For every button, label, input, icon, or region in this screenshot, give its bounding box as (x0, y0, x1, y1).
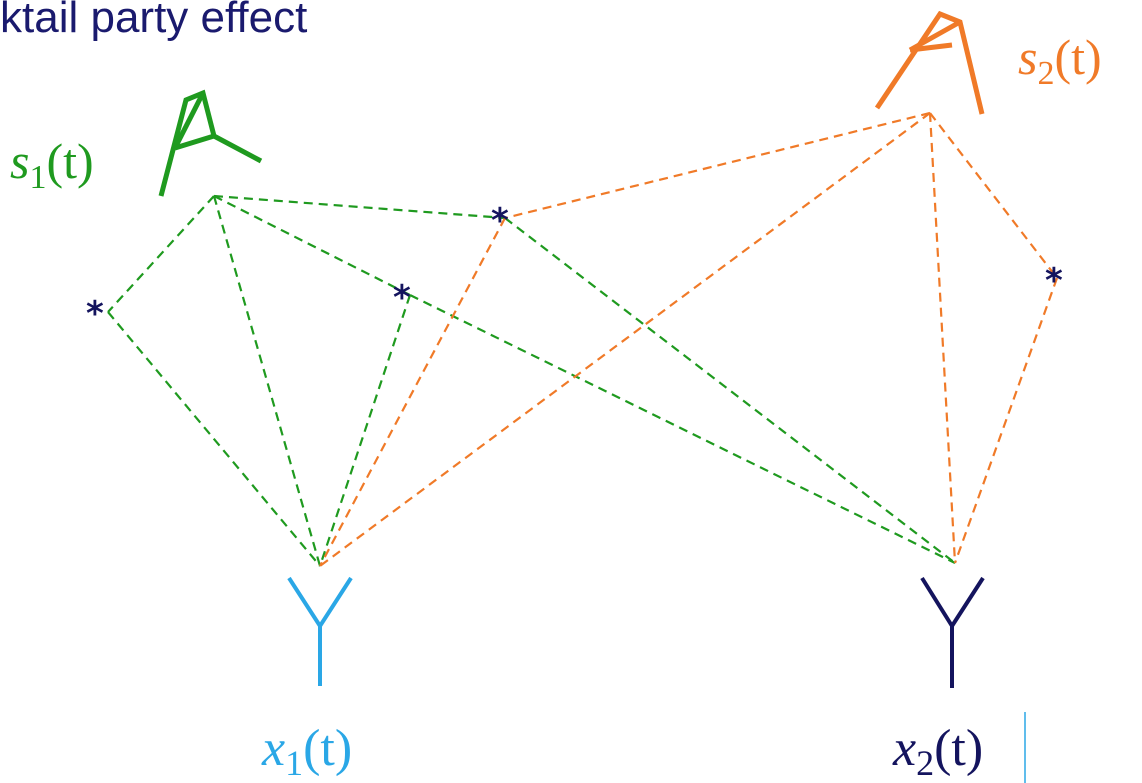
path-s1-to-x1 (212, 195, 322, 567)
path-s1-to-r3 (213, 195, 411, 296)
microphone-2-label: x2(t) (892, 720, 983, 783)
path-r2-to-x1 (319, 217, 506, 567)
microphone-1-label-sub: 1 (285, 743, 303, 783)
diagram-title: ktail party effect (0, 0, 307, 42)
source-1-label-sub: 1 (29, 159, 46, 196)
source-1-label-arg: (t) (46, 133, 93, 189)
path-r3-to-x2 (409, 294, 956, 564)
path-r2-to-x2 (504, 217, 956, 564)
microphone-1-label-base: x (261, 720, 285, 777)
microphone-2-label-arg: (t) (934, 720, 983, 777)
path-s1-to-r2 (213, 194, 506, 220)
reflector-star: * (86, 294, 104, 334)
source-2-label-sub: 2 (1037, 55, 1054, 92)
path-r1-to-x1 (107, 311, 321, 567)
source-1-label: s1(t) (10, 133, 94, 196)
microphone-1-label: x1(t) (261, 720, 352, 783)
reflector-star: * (393, 278, 411, 318)
microphone-2-label-sub: 2 (916, 743, 934, 783)
reflector-star: * (1045, 261, 1063, 301)
microphone-2-label-base: x (892, 720, 916, 777)
path-s2-to-x2 (928, 112, 957, 564)
source-2-label-base: s (1018, 29, 1037, 85)
path-s1-to-r1 (107, 195, 215, 313)
source-1-label-base: s (10, 133, 29, 189)
path-s2-to-r4 (929, 112, 1058, 279)
speaker-icon (158, 89, 263, 197)
source-2-label: s2(t) (1018, 29, 1102, 92)
microphone-icon (920, 576, 985, 688)
microphone-1-label-arg: (t) (303, 720, 352, 777)
source-2-label-arg: (t) (1054, 29, 1101, 85)
path-r3-to-x1 (318, 294, 412, 567)
path-s2-to-r2 (504, 111, 931, 220)
reflector-star: * (491, 201, 509, 241)
path-s2-to-x1 (319, 112, 931, 567)
propagation-paths (107, 111, 1059, 567)
speaker-icon (874, 10, 985, 115)
microphone-icon (287, 576, 353, 686)
path-r4-to-x2 (953, 277, 1059, 564)
